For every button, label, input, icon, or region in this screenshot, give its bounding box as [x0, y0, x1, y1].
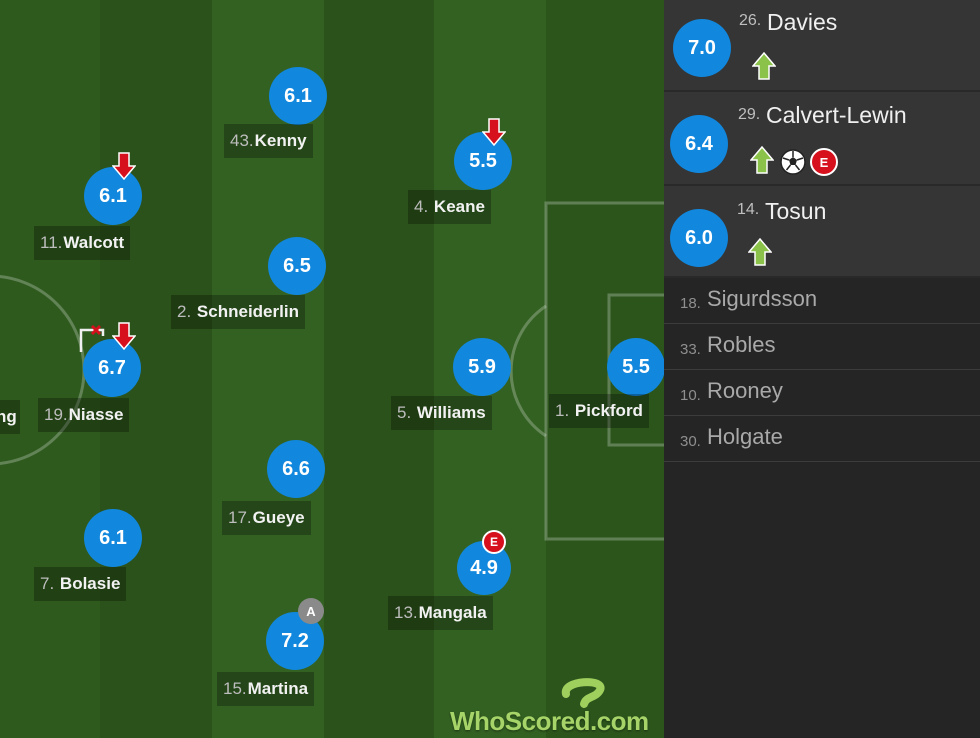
player-rating[interactable]: 5.5 — [454, 132, 512, 190]
player-number: 29. — [738, 106, 761, 123]
player-number: 11. — [40, 233, 63, 252]
pitch: ng 6.1 43.Kenny 5.5 4. Keane 6.1 11.Walc… — [0, 0, 664, 738]
player-name: Holgate — [707, 424, 783, 449]
player-name: Keane — [433, 197, 485, 216]
player-number: 30. — [680, 433, 701, 450]
penalty-arc — [509, 304, 547, 438]
player-rating[interactable]: 6.6 — [267, 440, 325, 498]
player-number: 4. — [414, 197, 429, 216]
substitute-row[interactable]: 6.0 14. Tosun — [664, 186, 980, 278]
player-number: 15. — [223, 679, 247, 698]
player-name: Bolasie — [59, 574, 121, 593]
unused-substitute-row[interactable]: 33. Robles — [664, 324, 980, 370]
sub-off-icon — [112, 322, 136, 350]
player-rating[interactable]: 7.0 — [673, 19, 731, 77]
player-number: 10. — [680, 387, 701, 404]
player-name: Kenny — [254, 131, 307, 150]
player-nameplate[interactable]: 13.Mangala — [388, 596, 493, 630]
player-nameplate[interactable]: 2. Schneiderlin — [171, 295, 305, 329]
unused-substitute-row[interactable]: 18. Sigurdsson — [664, 278, 980, 324]
error-icon: E — [810, 148, 838, 176]
sub-off-icon — [482, 118, 506, 146]
player-number: 2. — [177, 302, 192, 321]
player-nameplate[interactable]: 17.Gueye — [222, 501, 311, 535]
player-number: 17. — [228, 508, 252, 527]
player-number: 18. — [680, 295, 701, 312]
player-name: Tosun — [765, 198, 827, 224]
player-number: 7. — [40, 574, 55, 593]
player-name: Pickford — [574, 401, 643, 420]
logo-text: WhoScored.com — [450, 706, 649, 736]
player-name: Williams — [416, 403, 486, 422]
unused-substitute-row[interactable]: 30. Holgate — [664, 416, 980, 462]
player-name: Sigurdsson — [707, 286, 818, 311]
player-rating[interactable]: 5.9 — [453, 338, 511, 396]
player-nameplate[interactable]: 19.Niasse — [38, 398, 130, 432]
player-nameplate[interactable]: 7. Bolasie — [34, 567, 127, 601]
player-number: 5. — [397, 403, 412, 422]
player-number: 33. — [680, 341, 701, 358]
substitute-row[interactable]: 7.0 26. Davies — [664, 0, 980, 92]
player-number: 19. — [44, 405, 68, 424]
sub-on-icon — [750, 146, 774, 174]
centre-circle — [0, 275, 86, 465]
player-nameplate[interactable]: 15.Martina — [217, 672, 315, 706]
player-name: Rooney — [707, 378, 783, 403]
player-rating[interactable]: 6.1 — [269, 67, 327, 125]
player-number: 14. — [737, 201, 760, 218]
player-number: 1. — [555, 401, 570, 420]
player-nameplate-partial[interactable]: ng — [0, 400, 20, 434]
player-name: Schneiderlin — [196, 302, 299, 321]
missed-chance-icon — [79, 324, 105, 352]
player-nameplate[interactable]: 43.Kenny — [224, 124, 313, 158]
assist-icon: A — [298, 598, 324, 624]
player-name: Gueye — [252, 508, 305, 527]
player-name: Davies — [767, 9, 838, 35]
player-name: Robles — [707, 332, 776, 357]
player-rating[interactable]: 5.5 — [607, 338, 664, 396]
player-number: 13. — [394, 603, 418, 622]
player-name: Niasse — [68, 405, 124, 424]
substitute-row[interactable]: 6.4 29. Calvert-Lewin E — [664, 92, 980, 186]
penalty-area — [544, 201, 664, 541]
player-nameplate[interactable]: 4. Keane — [408, 190, 491, 224]
sub-on-icon — [748, 238, 772, 266]
error-icon: E — [482, 530, 506, 554]
player-name: Walcott — [63, 233, 125, 252]
player-rating[interactable]: 6.7 — [83, 339, 141, 397]
bench-panel: 7.0 26. Davies 6.4 29. Calvert-Lewin E 6… — [664, 0, 980, 738]
player-nameplate[interactable]: 1. Pickford — [549, 394, 649, 428]
player-nameplate[interactable]: 11.Walcott — [34, 226, 131, 260]
player-rating[interactable]: 6.5 — [268, 237, 326, 295]
player-name: Mangala — [418, 603, 487, 622]
player-name: Martina — [247, 679, 309, 698]
player-rating[interactable]: 6.1 — [84, 167, 142, 225]
sub-on-icon — [752, 52, 776, 80]
player-name: ng — [0, 407, 17, 426]
sub-off-icon — [112, 152, 136, 180]
goal-icon — [780, 149, 806, 175]
player-rating[interactable]: 6.4 — [670, 115, 728, 173]
player-rating[interactable]: 6.0 — [670, 209, 728, 267]
pitch-stripe — [324, 0, 434, 738]
player-number: 26. — [739, 12, 762, 29]
player-nameplate[interactable]: 5. Williams — [391, 396, 492, 430]
question-mark-icon — [561, 678, 605, 708]
unused-substitute-row[interactable]: 10. Rooney — [664, 370, 980, 416]
player-name: Calvert-Lewin — [766, 102, 907, 128]
whoscored-logo: WhoScored.com — [446, 676, 656, 736]
player-number: 43. — [230, 131, 254, 150]
player-rating[interactable]: 6.1 — [84, 509, 142, 567]
